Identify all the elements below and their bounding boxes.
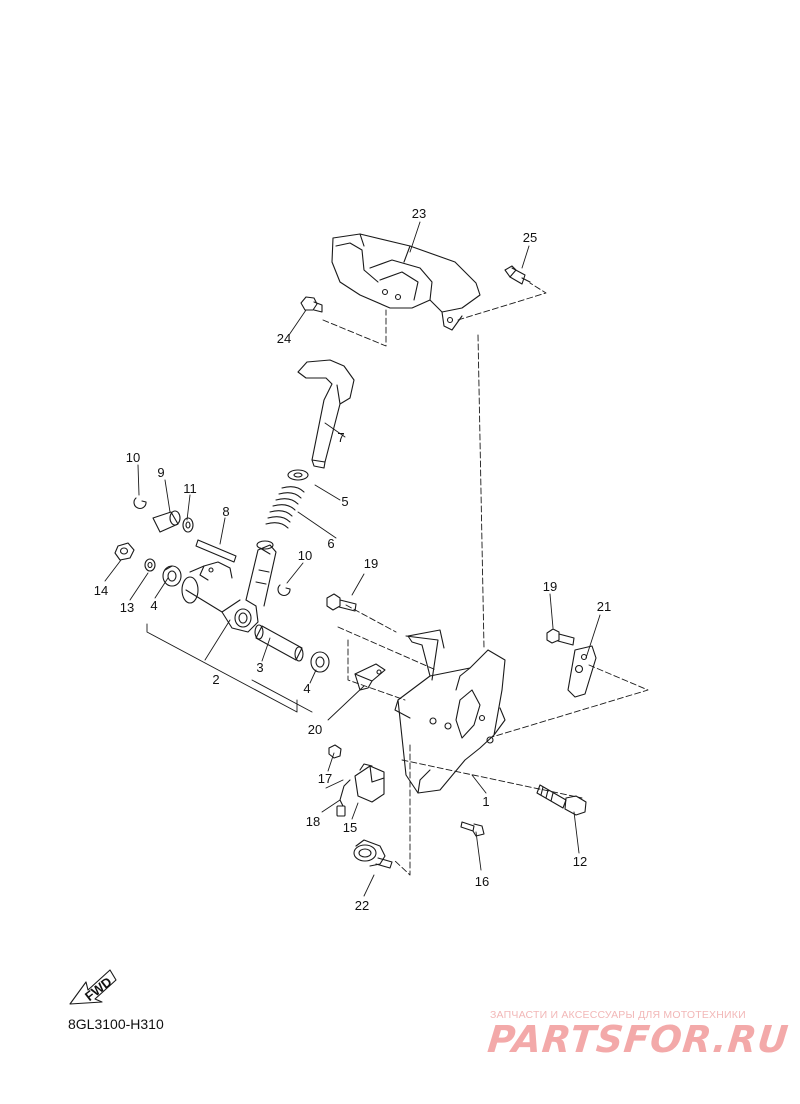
part-22-clamp — [353, 839, 393, 869]
part-3-collar — [254, 624, 304, 662]
part-18-connector — [336, 779, 351, 817]
part-16-screw — [460, 821, 485, 837]
part-21-plate — [567, 645, 597, 698]
callout-2: 2 — [212, 672, 219, 687]
callout-19-left: 19 — [364, 556, 378, 571]
callout-23: 23 — [412, 206, 426, 221]
part-10-circlip-a — [133, 497, 147, 509]
part-5-washer — [287, 469, 309, 481]
part-15-switch — [354, 763, 385, 803]
part-9-collar — [152, 510, 181, 533]
callout-10-right: 10 — [298, 548, 312, 563]
leader-lines — [104, 221, 601, 897]
fwd-label: FWD — [82, 974, 115, 1004]
part-19-bolt-right — [546, 628, 575, 646]
callout-18: 18 — [306, 814, 320, 829]
part-12-bolt — [536, 784, 587, 816]
assembly-dashed-lines — [322, 282, 649, 876]
part-25-clip — [504, 265, 531, 285]
part-4-bushing-right — [310, 651, 330, 673]
part-14-nut — [114, 542, 135, 561]
callout-3: 3 — [256, 660, 263, 675]
callout-15: 15 — [343, 820, 357, 835]
callout-19-right: 19 — [543, 579, 557, 594]
callout-6: 6 — [327, 536, 334, 551]
watermark-tagline: ЗАПЧАСТИ И АКСЕССУАРЫ ДЛЯ МОТОТЕХНИКИ — [490, 1009, 746, 1021]
part-11-washer — [182, 517, 194, 533]
callout-labels: 1 2 3 4 4 5 6 7 8 9 10 10 11 12 13 14 15… — [94, 206, 611, 913]
part-7-shift-lever — [297, 359, 355, 469]
callout-5: 5 — [341, 494, 348, 509]
callout-9: 9 — [157, 465, 164, 480]
part-2-shift-shaft — [181, 540, 277, 633]
part-8-pin — [195, 539, 237, 563]
part-6-spring — [265, 486, 305, 529]
callout-8: 8 — [222, 504, 229, 519]
part-24-bolt — [300, 296, 323, 313]
callout-25: 25 — [523, 230, 537, 245]
callout-4-right: 4 — [303, 681, 310, 696]
part-1-bracket — [394, 629, 506, 794]
callout-14: 14 — [94, 583, 108, 598]
callout-7: 7 — [337, 430, 344, 445]
callout-4-left: 4 — [150, 598, 157, 613]
callout-16: 16 — [475, 874, 489, 889]
part-23-cover — [331, 233, 481, 331]
callout-21: 21 — [597, 599, 611, 614]
callout-1: 1 — [482, 794, 489, 809]
part-13-washer — [144, 558, 156, 572]
watermark-brand: PARTSFOR.RU — [485, 1018, 791, 1061]
diagram-code: 8GL3100-H310 — [68, 1016, 164, 1032]
callout-20: 20 — [308, 722, 322, 737]
callout-22: 22 — [355, 898, 369, 913]
callout-10-left: 10 — [126, 450, 140, 465]
part-20-clamp — [354, 663, 386, 691]
callout-12: 12 — [573, 854, 587, 869]
callout-24: 24 — [277, 331, 291, 346]
part-10-circlip-b — [277, 584, 291, 596]
part-17-nut — [328, 744, 342, 759]
part-4-bushing-left — [162, 565, 182, 587]
part-19-bolt-left — [326, 593, 357, 612]
callout-13: 13 — [120, 600, 134, 615]
fwd-arrow-icon — [69, 969, 117, 1005]
callout-17: 17 — [318, 771, 332, 786]
callout-11: 11 — [183, 481, 197, 496]
